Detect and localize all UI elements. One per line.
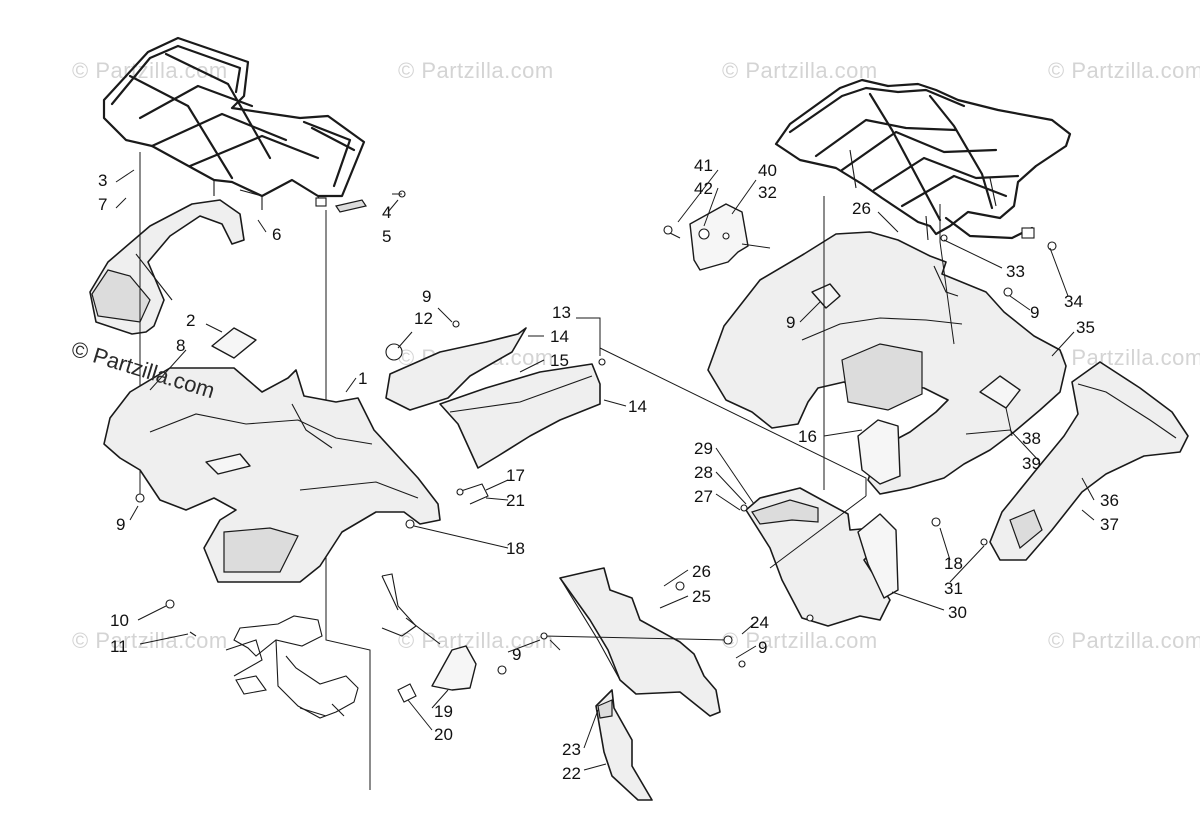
callout-number: 17 (506, 466, 525, 485)
callout-number: 8 (176, 336, 186, 355)
front-side-panels (385, 320, 606, 469)
callout-number: 5 (382, 227, 392, 246)
callout-number: 4 (382, 203, 392, 222)
fastener (1003, 287, 1013, 297)
rear-body-panel (707, 231, 1067, 495)
callout-number: 39 (1022, 454, 1041, 473)
watermark: © Partzilla.com (1048, 58, 1200, 83)
callout-number: 14 (628, 397, 647, 416)
fastener (980, 538, 988, 546)
front-frame-bracket (225, 615, 359, 719)
rear-fender-extension (989, 361, 1189, 561)
fastener (940, 234, 948, 242)
splash-panel-lower (595, 689, 653, 801)
callout-number: 11 (110, 637, 128, 656)
callout-number: 9 (512, 645, 522, 664)
callout-number: 9 (758, 638, 768, 657)
decal-pad (211, 327, 257, 359)
watermark: © Partzilla.com (1048, 628, 1200, 653)
fastener (165, 599, 175, 609)
callout-number: 18 (944, 554, 963, 573)
callout-number: 6 (272, 225, 282, 244)
callout-number: 12 (414, 309, 433, 328)
callout-number: 14 (550, 327, 569, 346)
callout-number: 36 (1100, 491, 1119, 510)
retainer-clip (456, 483, 489, 505)
callout-number: 23 (562, 740, 581, 759)
callout-number: 37 (1100, 515, 1119, 534)
callout-number: 29 (694, 439, 713, 458)
callout-number: 33 (1006, 262, 1025, 281)
callout-number: 31 (944, 579, 963, 598)
fastener (1047, 241, 1057, 251)
watermark: © Partzilla.com (722, 628, 878, 653)
watermark: © Partzilla.com (1048, 345, 1200, 370)
callout-number: 34 (1064, 292, 1083, 311)
watermark: © Partzilla.com (398, 58, 554, 83)
callout-number: 3 (98, 171, 108, 190)
watermark: © Partzilla.com (72, 628, 228, 653)
fastener (135, 493, 145, 503)
callout-number: 16 (798, 427, 817, 446)
callout-number: 9 (786, 313, 796, 332)
callout-number: 9 (422, 287, 432, 306)
inner-panel (857, 419, 901, 485)
callout-number: 19 (434, 702, 453, 721)
callout-number: 26 (852, 199, 871, 218)
callout-number: 7 (98, 195, 108, 214)
callout-number: 28 (694, 463, 713, 482)
callout-number: 35 (1076, 318, 1095, 337)
callout-number: 13 (552, 303, 571, 322)
callout-number: 40 (758, 161, 777, 180)
callout-number: 30 (948, 603, 967, 622)
callout-number: 21 (506, 491, 525, 510)
rack-bracket-hardware (335, 190, 406, 213)
callout-number: 1 (358, 369, 368, 388)
callout-number: 32 (758, 183, 777, 202)
callout-number: 22 (562, 764, 581, 783)
callout-number: 42 (694, 179, 713, 198)
callout-number: 10 (110, 611, 129, 630)
callout-leaders (115, 169, 1095, 771)
fastener (740, 504, 748, 512)
callout-number: 38 (1022, 429, 1041, 448)
rear-mudflap (745, 487, 899, 627)
callout-number: 2 (186, 311, 196, 330)
callout-number: 41 (694, 156, 713, 175)
callout-number: 18 (506, 539, 525, 558)
callout-number: 20 (434, 725, 453, 744)
rear-rack (774, 78, 1072, 241)
mount-bracket (381, 573, 507, 703)
splash-panel-left (559, 567, 721, 717)
callout-number: 15 (550, 351, 569, 370)
callout-number: 24 (750, 613, 769, 632)
callout-number: 9 (1030, 303, 1040, 322)
fastener (405, 519, 415, 529)
fastener (931, 517, 941, 527)
front-body-panel (103, 367, 441, 583)
front-rack (102, 36, 366, 210)
front-fender-extension (89, 199, 245, 335)
callout-number: 26 (692, 562, 711, 581)
callout-number: 25 (692, 587, 711, 606)
watermark: © Partzilla.com (722, 58, 878, 83)
callout-number: 9 (116, 515, 126, 534)
rear-rack-bracket (663, 203, 771, 271)
callout-number: 27 (694, 487, 713, 506)
